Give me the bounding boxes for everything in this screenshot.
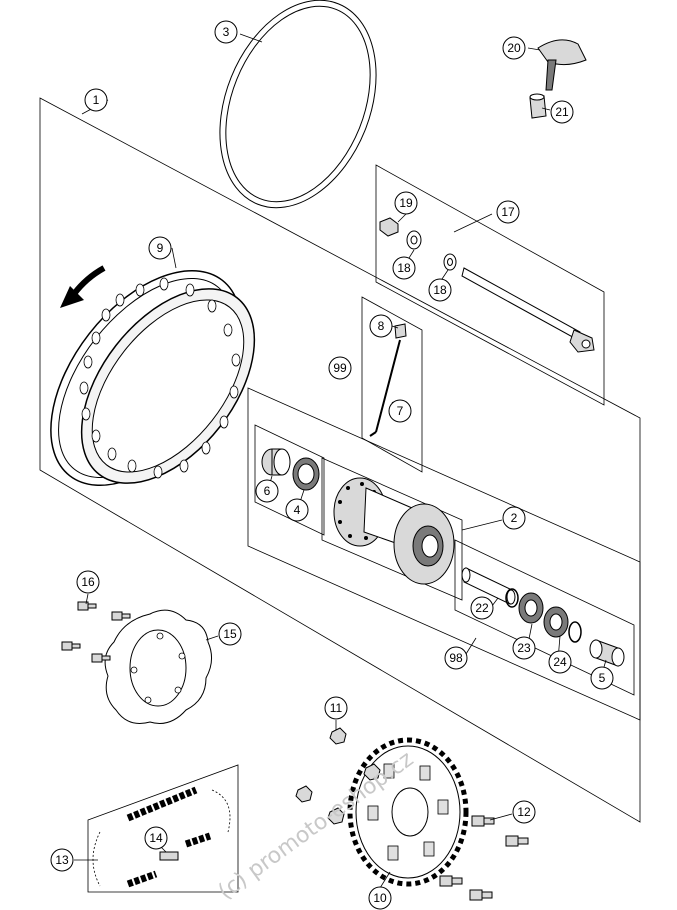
assembly-outline-wheel	[39, 97, 641, 823]
svg-text:14: 14	[149, 831, 163, 845]
svg-text:22: 22	[475, 601, 489, 615]
callout-13: 13	[50, 848, 74, 872]
callout-19: 19	[394, 191, 418, 215]
assembly-outline-hub-body	[321, 457, 463, 601]
svg-text:10: 10	[373, 891, 387, 905]
callout-99: 99	[328, 356, 352, 380]
svg-text:16: 16	[81, 575, 95, 589]
circlip-24	[568, 621, 582, 643]
callout-3: 3	[214, 20, 238, 44]
callout-8: 8	[369, 314, 393, 338]
chain-link	[159, 851, 179, 861]
bearing-right-2	[543, 606, 569, 638]
tube-ring	[219, 0, 377, 209]
callout-12: 12	[512, 800, 536, 824]
svg-text:24: 24	[553, 655, 567, 669]
assembly-outline-spokes	[361, 296, 423, 473]
callout-17: 17	[496, 200, 520, 224]
svg-text:11: 11	[330, 701, 343, 715]
svg-text:9: 9	[157, 241, 164, 255]
svg-text:99: 99	[333, 361, 347, 375]
svg-text:23: 23	[517, 641, 531, 655]
sleeve	[529, 93, 547, 119]
callout-9: 9	[148, 236, 172, 260]
callout-2: 2	[502, 506, 526, 530]
axle	[461, 267, 595, 353]
callout-5: 5	[590, 666, 614, 690]
washer-1-hole	[410, 235, 418, 245]
svg-text:21: 21	[555, 105, 569, 119]
callout-6: 6	[255, 479, 279, 503]
callout-22: 22	[470, 596, 494, 620]
svg-text:17: 17	[501, 205, 515, 219]
svg-text:7: 7	[397, 404, 404, 418]
assembly-outline-chain	[87, 764, 239, 893]
callout-15: 15	[218, 622, 242, 646]
callout-23: 23	[512, 636, 536, 660]
disc-bolts	[61, 601, 131, 663]
svg-text:18: 18	[433, 283, 447, 297]
chain	[92, 786, 231, 888]
tool	[537, 39, 587, 91]
svg-text:19: 19	[399, 196, 413, 210]
washer-2-hole	[447, 258, 453, 266]
callout-98: 98	[444, 646, 468, 670]
svg-text:15: 15	[223, 627, 237, 641]
svg-text:18: 18	[397, 261, 411, 275]
callout-14: 14	[144, 826, 168, 850]
svg-text:8: 8	[378, 319, 385, 333]
hub	[333, 477, 455, 585]
spacer-right	[589, 639, 625, 667]
assembly-outline-bearings-left	[254, 424, 325, 536]
svg-text:2: 2	[511, 511, 518, 525]
bearing-left	[292, 457, 320, 491]
assembly-outline-axle	[375, 164, 605, 406]
rim	[50, 269, 256, 487]
callout-18b: 18	[428, 278, 452, 302]
callout-1: 1	[84, 88, 108, 112]
svg-text:12: 12	[517, 805, 531, 819]
callout-20: 20	[502, 36, 526, 60]
callout-24: 24	[548, 650, 572, 674]
svg-text:6: 6	[264, 484, 271, 498]
spacer-left	[261, 448, 291, 476]
bearing-right-1	[518, 592, 544, 624]
callout-4: 4	[285, 498, 309, 522]
callout-11: 11	[324, 696, 348, 720]
callout-18a: 18	[392, 256, 416, 280]
brake-disc	[104, 609, 212, 724]
sprocket-nuts	[295, 727, 381, 825]
svg-text:13: 13	[55, 853, 69, 867]
assembly-outline-hub	[247, 387, 641, 721]
svg-text:20: 20	[507, 41, 521, 55]
callout-21: 21	[550, 100, 574, 124]
circlip	[505, 588, 519, 608]
callout-16: 16	[76, 570, 100, 594]
callout-10: 10	[368, 886, 392, 910]
svg-text:98: 98	[449, 651, 463, 665]
axle-nut	[379, 217, 399, 237]
svg-text:5: 5	[599, 671, 606, 685]
svg-text:4: 4	[294, 503, 301, 517]
rotation-arrow-icon	[60, 265, 106, 308]
assembly-outline-bearings-right	[454, 539, 635, 696]
spacer-tube	[461, 567, 516, 605]
sprocket-bolts	[439, 815, 529, 901]
svg-text:1: 1	[93, 93, 100, 107]
callout-7: 7	[388, 399, 412, 423]
svg-text:3: 3	[223, 25, 230, 39]
